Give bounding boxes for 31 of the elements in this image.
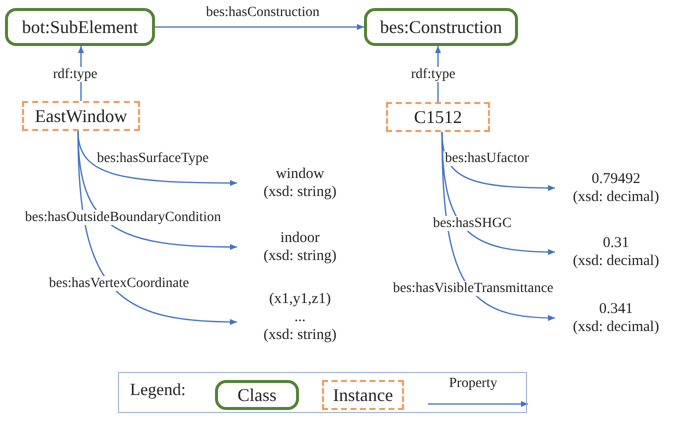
value-text: (xsd: string) bbox=[264, 247, 336, 265]
edge-label: bes:hasSurfaceType bbox=[96, 151, 210, 166]
arrow bbox=[77, 130, 238, 325]
edge-label: bes:hasVertexCoordinate bbox=[48, 276, 190, 292]
value-text: (xsd: string) bbox=[264, 326, 336, 344]
legend-label: Instance bbox=[333, 384, 393, 406]
edge-label: bes:hasVisibleTransmittance bbox=[392, 281, 554, 296]
edge-label: rdf:type bbox=[52, 67, 98, 82]
edge-label: bes:hasUfactor bbox=[444, 151, 530, 166]
arrow bbox=[155, 24, 364, 30]
value-text: window bbox=[276, 165, 324, 183]
class-box: bot:SubElement bbox=[5, 8, 155, 46]
value-text: (xsd: string) bbox=[264, 183, 336, 201]
value-text: (xsd: decimal) bbox=[572, 188, 660, 206]
instance-box: C1512 bbox=[386, 102, 490, 132]
instance-box: EastWindow bbox=[22, 101, 140, 131]
value-text: (xsd: decimal) bbox=[572, 318, 660, 336]
value-text: 0.31 bbox=[602, 234, 630, 252]
edge-label: rdf:type bbox=[410, 67, 456, 82]
legend-title: Legend: bbox=[130, 380, 186, 400]
legend-label: Class bbox=[237, 384, 276, 406]
legend-label: Property bbox=[448, 376, 498, 392]
value-text: ... bbox=[294, 308, 306, 326]
value-text: (xsd: decimal) bbox=[572, 252, 660, 270]
value-text: 0.341 bbox=[599, 300, 633, 318]
value-text: 0.79492 bbox=[592, 170, 640, 188]
edge-label: bes:hasSHGC bbox=[432, 216, 513, 232]
value-text: (x1,y1,z1) bbox=[269, 290, 331, 308]
value-text: indoor bbox=[280, 229, 320, 247]
edge-label: bes:hasOutsideBoundaryCondition bbox=[24, 210, 222, 226]
class-box: bes:Construction bbox=[364, 8, 518, 46]
